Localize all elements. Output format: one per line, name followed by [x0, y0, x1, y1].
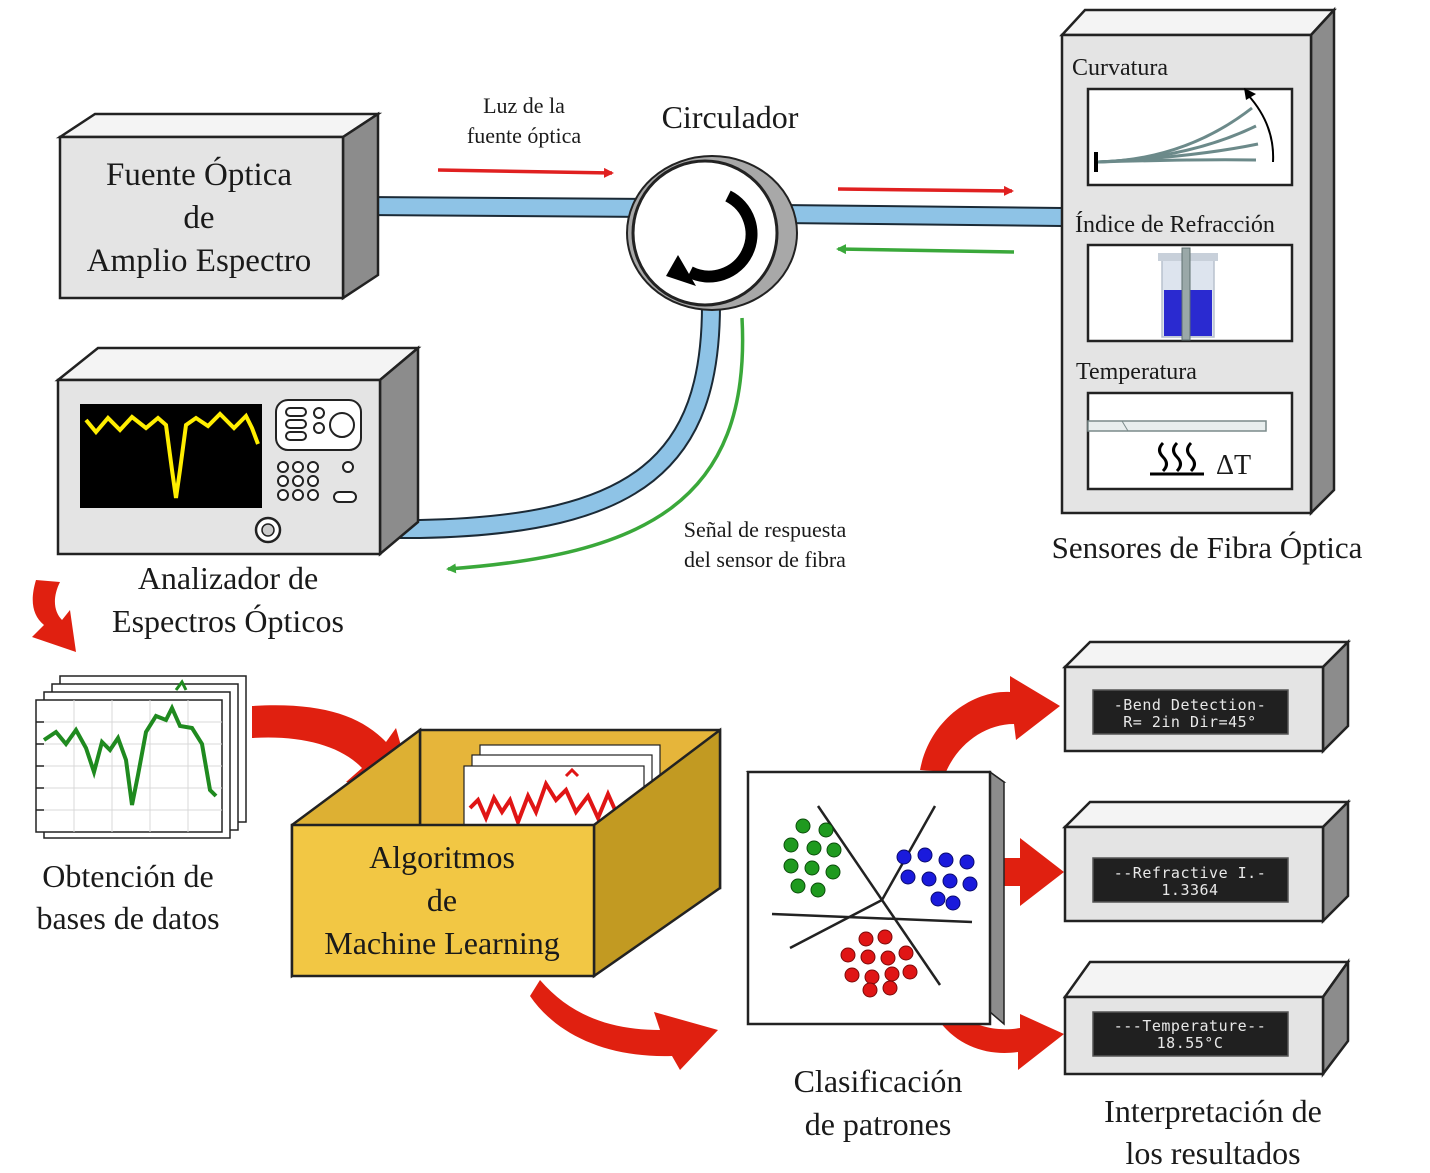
- fiber-sensors-panel: Curvatura Índice de Refracción Temperatu…: [1059, 6, 1337, 517]
- temperature-display-line2: 18.55°C: [1157, 1034, 1224, 1052]
- temperature-display: ---Temperature-- 18.55°C: [1062, 958, 1351, 1078]
- refractive-display-line2: 1.3364: [1161, 881, 1218, 899]
- source-label-1: Fuente Óptica: [106, 155, 292, 193]
- sensor-return-arrow: [836, 244, 1015, 255]
- ml-trace: [468, 779, 618, 828]
- response-label-2: del sensor de fibra: [684, 547, 846, 572]
- light-label-2: fuente óptica: [467, 123, 581, 148]
- flow-arrow-to-refractive-display: [1004, 838, 1064, 906]
- ml-label-2: de: [427, 882, 457, 918]
- curvature-window: [1086, 87, 1294, 187]
- osa-label-1: Analizador de: [138, 560, 318, 596]
- delta-t-label: ΔT: [1216, 450, 1251, 481]
- database-stack: [35, 675, 247, 839]
- database-label-2: bases de datos: [36, 900, 219, 936]
- source-label-3: Amplio Espectro: [87, 243, 312, 279]
- osa-label-2: Espectros Ópticos: [112, 603, 344, 639]
- bend-display-line2: R= 2in Dir=45°: [1123, 713, 1256, 731]
- osa-spectrum-trace: [84, 411, 260, 499]
- circulator-label: Circulador: [662, 99, 799, 135]
- heated-fiber-icon: [1087, 420, 1267, 432]
- optical-source-box: Fuente Óptica de Amplio Espectro: [55, 111, 383, 301]
- database-label-1: Obtención de: [42, 858, 214, 894]
- response-label-1: Señal de respuesta: [684, 517, 847, 542]
- interpretation-label-2: los resultados: [1125, 1135, 1300, 1171]
- response-return-arrow: [446, 317, 745, 574]
- bend-display-line1: -Bend Detection-: [1114, 696, 1267, 714]
- classification-panel: [745, 770, 1007, 1026]
- circulator-arrow-icon: [687, 190, 758, 283]
- ml-box: Algoritmos de Machine Learning: [290, 727, 722, 979]
- temperature-label: Temperatura: [1076, 359, 1197, 385]
- fiber-cables: [280, 196, 1063, 539]
- curvature-label: Curvatura: [1072, 55, 1168, 81]
- temperature-display-line1: ---Temperature--: [1114, 1017, 1267, 1035]
- classification-label-2: de patrones: [805, 1106, 952, 1142]
- database-trace: [42, 703, 218, 806]
- ml-label-1: Algoritmos: [369, 839, 515, 875]
- circulator: Circulador: [626, 99, 799, 311]
- cluster-green: [783, 818, 842, 898]
- bent-fiber-icon: [1094, 88, 1275, 172]
- refraction-label: Índice de Refracción: [1075, 212, 1275, 238]
- light-forward-arrow: [437, 167, 614, 178]
- light-label-1: Luz de la: [483, 93, 565, 118]
- flow-arrow-to-temperature-display: [940, 1014, 1064, 1070]
- sensor-forward-arrow: [837, 185, 1014, 196]
- sensors-title: Sensores de Fibra Óptica: [1052, 530, 1363, 565]
- source-label-2: de: [183, 200, 214, 236]
- flow-arrow-ml-to-classification: [530, 980, 718, 1070]
- flow-arrow-osa-to-database: [32, 580, 76, 652]
- cluster-blue: [896, 847, 978, 911]
- osa-instrument: [54, 345, 422, 557]
- beaker-icon: [1158, 247, 1218, 341]
- interpretation-label-1: Interpretación de: [1104, 1093, 1322, 1129]
- refractive-display: --Refractive I.- 1.3364: [1061, 798, 1352, 925]
- flow-arrow-to-bend-display: [920, 676, 1060, 772]
- heat-icon: [1150, 441, 1204, 476]
- classification-label-1: Clasificación: [794, 1063, 963, 1099]
- bend-display: -Bend Detection- R= 2in Dir=45°: [1061, 638, 1352, 755]
- ml-label-3: Machine Learning: [324, 925, 559, 961]
- osa-control-panel: [275, 399, 362, 503]
- cluster-red: [840, 929, 918, 998]
- refractive-display-line1: --Refractive I.-: [1114, 864, 1267, 882]
